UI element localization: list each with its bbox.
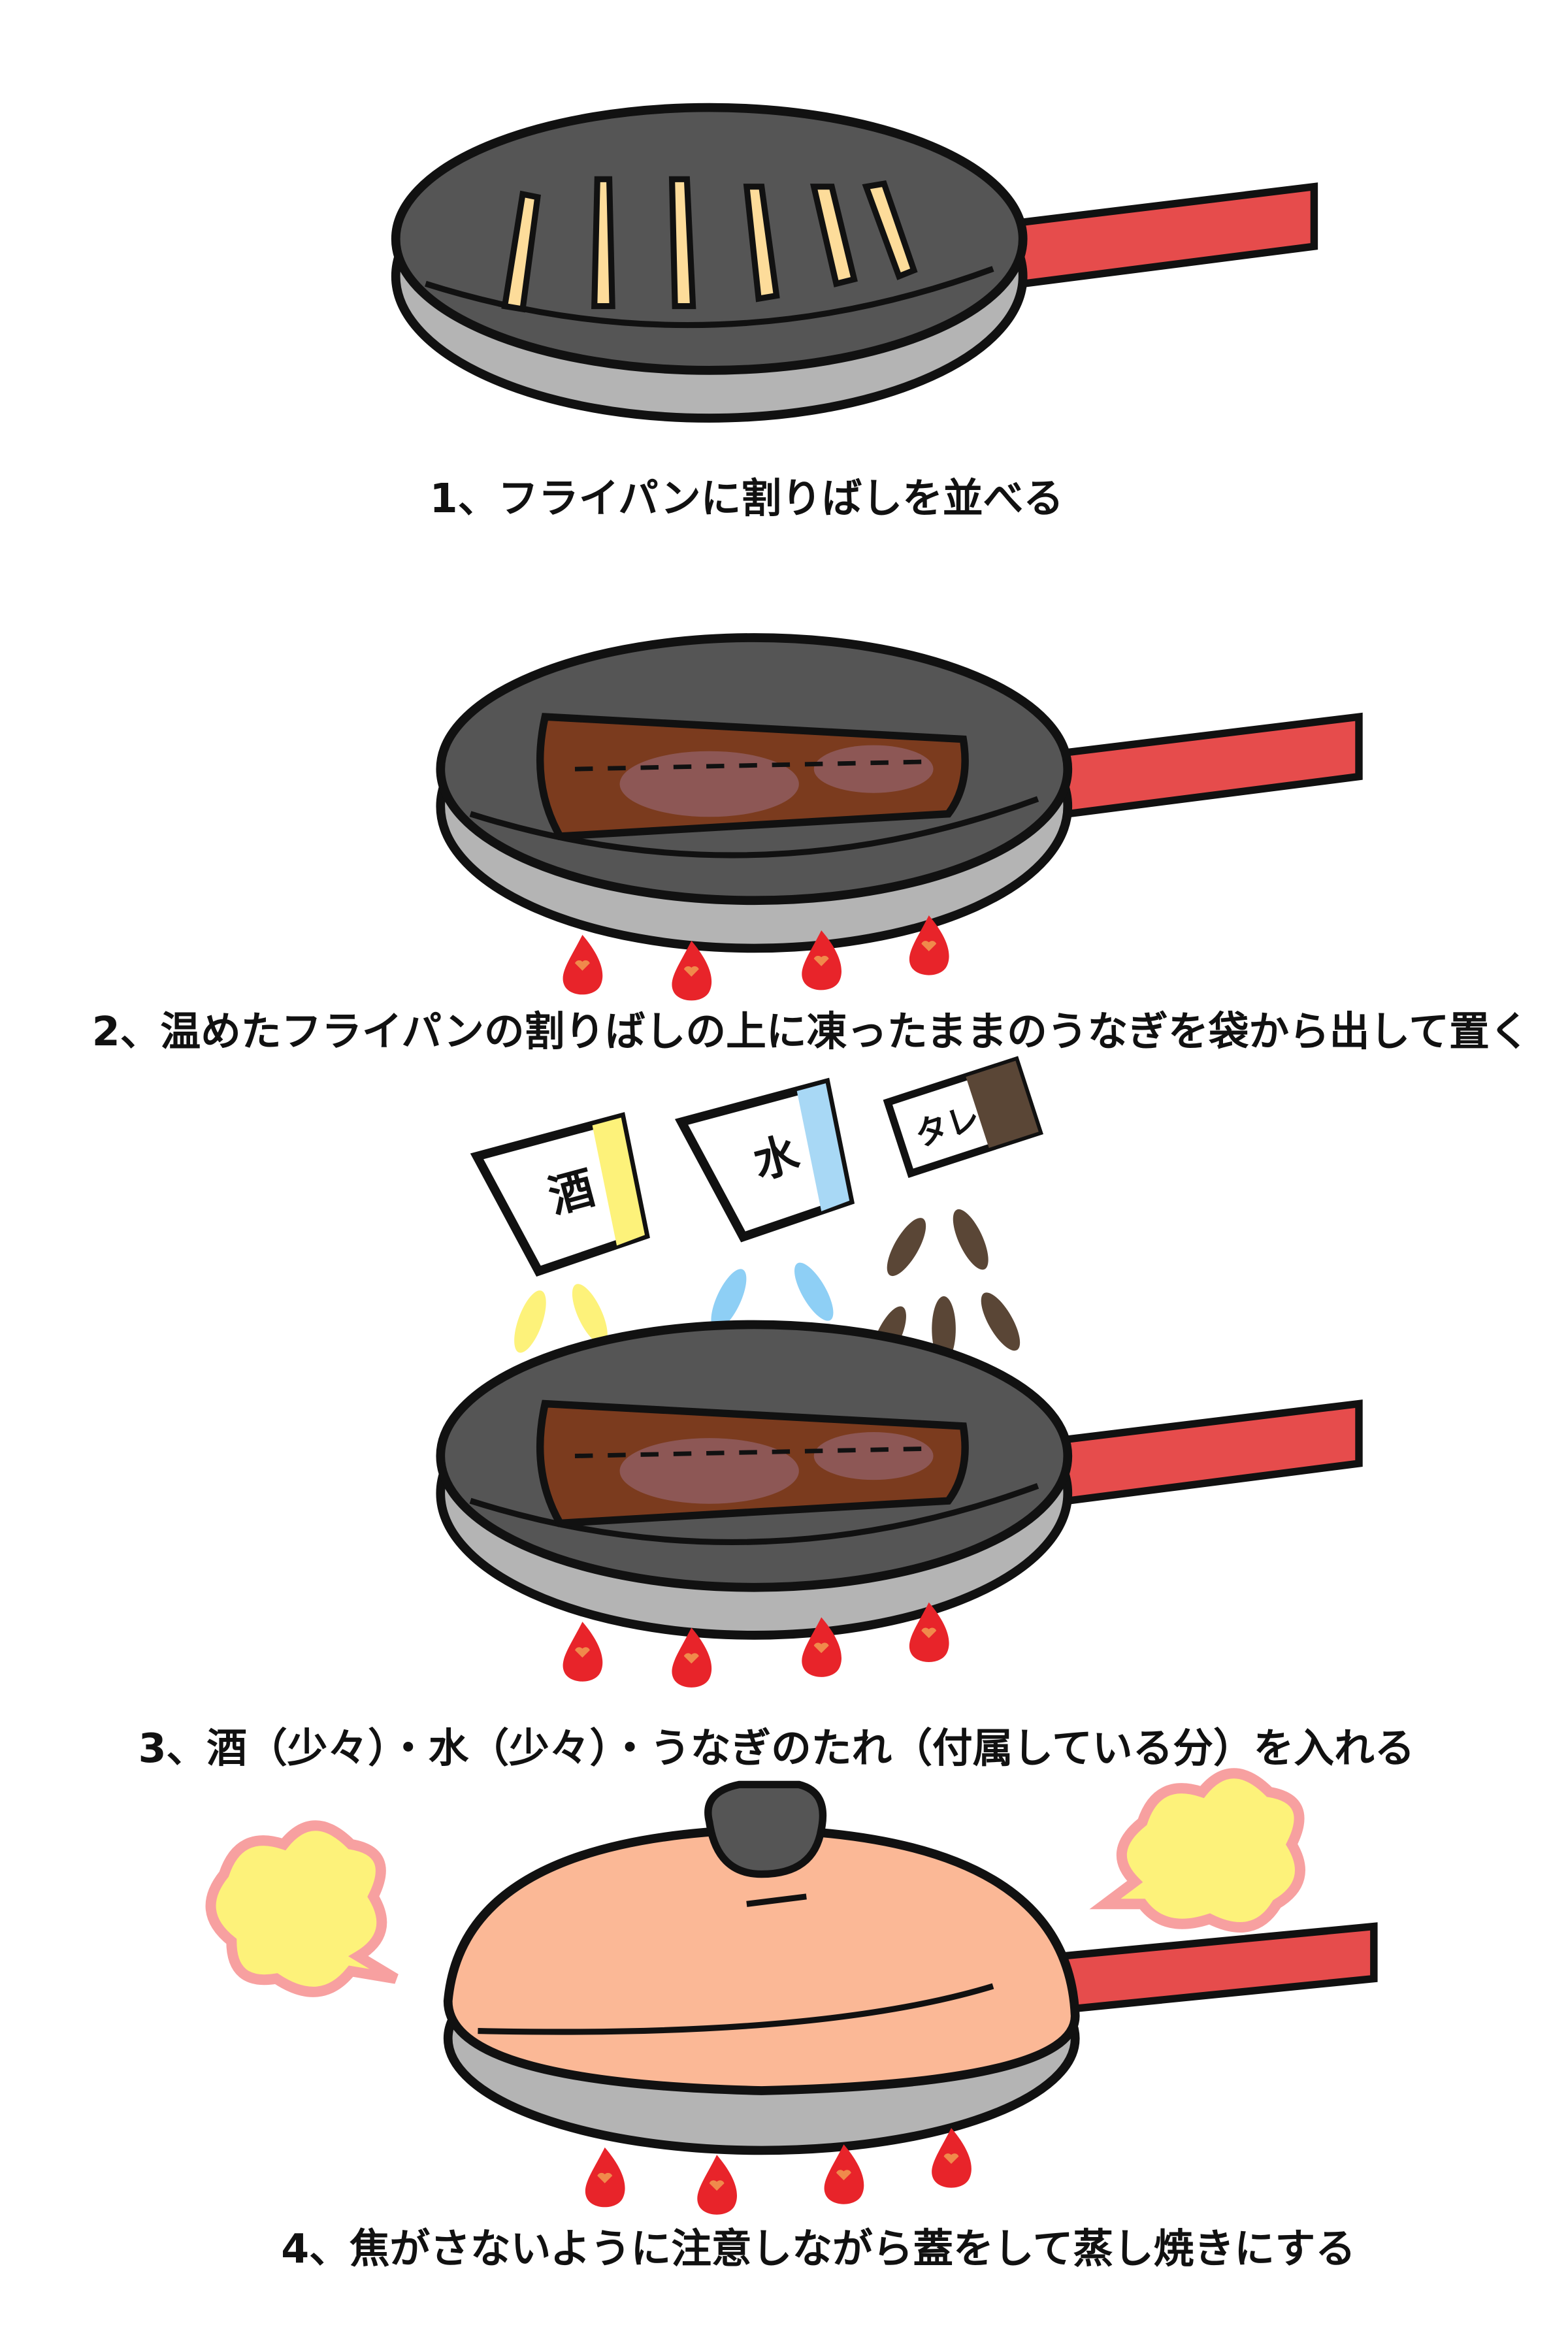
flame-icon: [697, 2155, 737, 2215]
tare-packet: タレ: [883, 1056, 1043, 1179]
step-4-pan: [443, 1780, 1378, 2155]
flame-icon: [585, 2147, 625, 2208]
steam-right: [1089, 1768, 1305, 1933]
lid-knob: [704, 1780, 827, 1878]
water-cup: 水: [674, 1077, 855, 1243]
step-3-caption: 3、酒（少々）・水（少々）・うなぎのたれ（付属している分）を入れる: [139, 1725, 1415, 1772]
step-3-pan: [440, 1324, 1359, 1635]
eel: [540, 1404, 965, 1524]
step-2-caption: 2、温めたフライパンの割りばしの上に凍ったままのうなぎを袋から出して置く: [92, 1008, 1530, 1055]
flame-icon: [824, 2144, 864, 2204]
step-1-caption: 1、フライパンに割りばしを並べる: [430, 475, 1064, 522]
flame-icon: [932, 2128, 972, 2188]
eel: [540, 717, 965, 836]
sake-cup: 酒: [470, 1112, 650, 1277]
step-2-pan: [440, 638, 1359, 948]
step-4-caption: 4、焦がさないように注意しながら蓋をして蒸し焼きにする: [281, 2225, 1356, 2272]
lid: [443, 1825, 1080, 2095]
flame-icon: [563, 934, 603, 995]
flame-icon: [563, 1622, 603, 1682]
steam-left: [205, 1820, 399, 1997]
step-1-pan: [396, 108, 1315, 418]
